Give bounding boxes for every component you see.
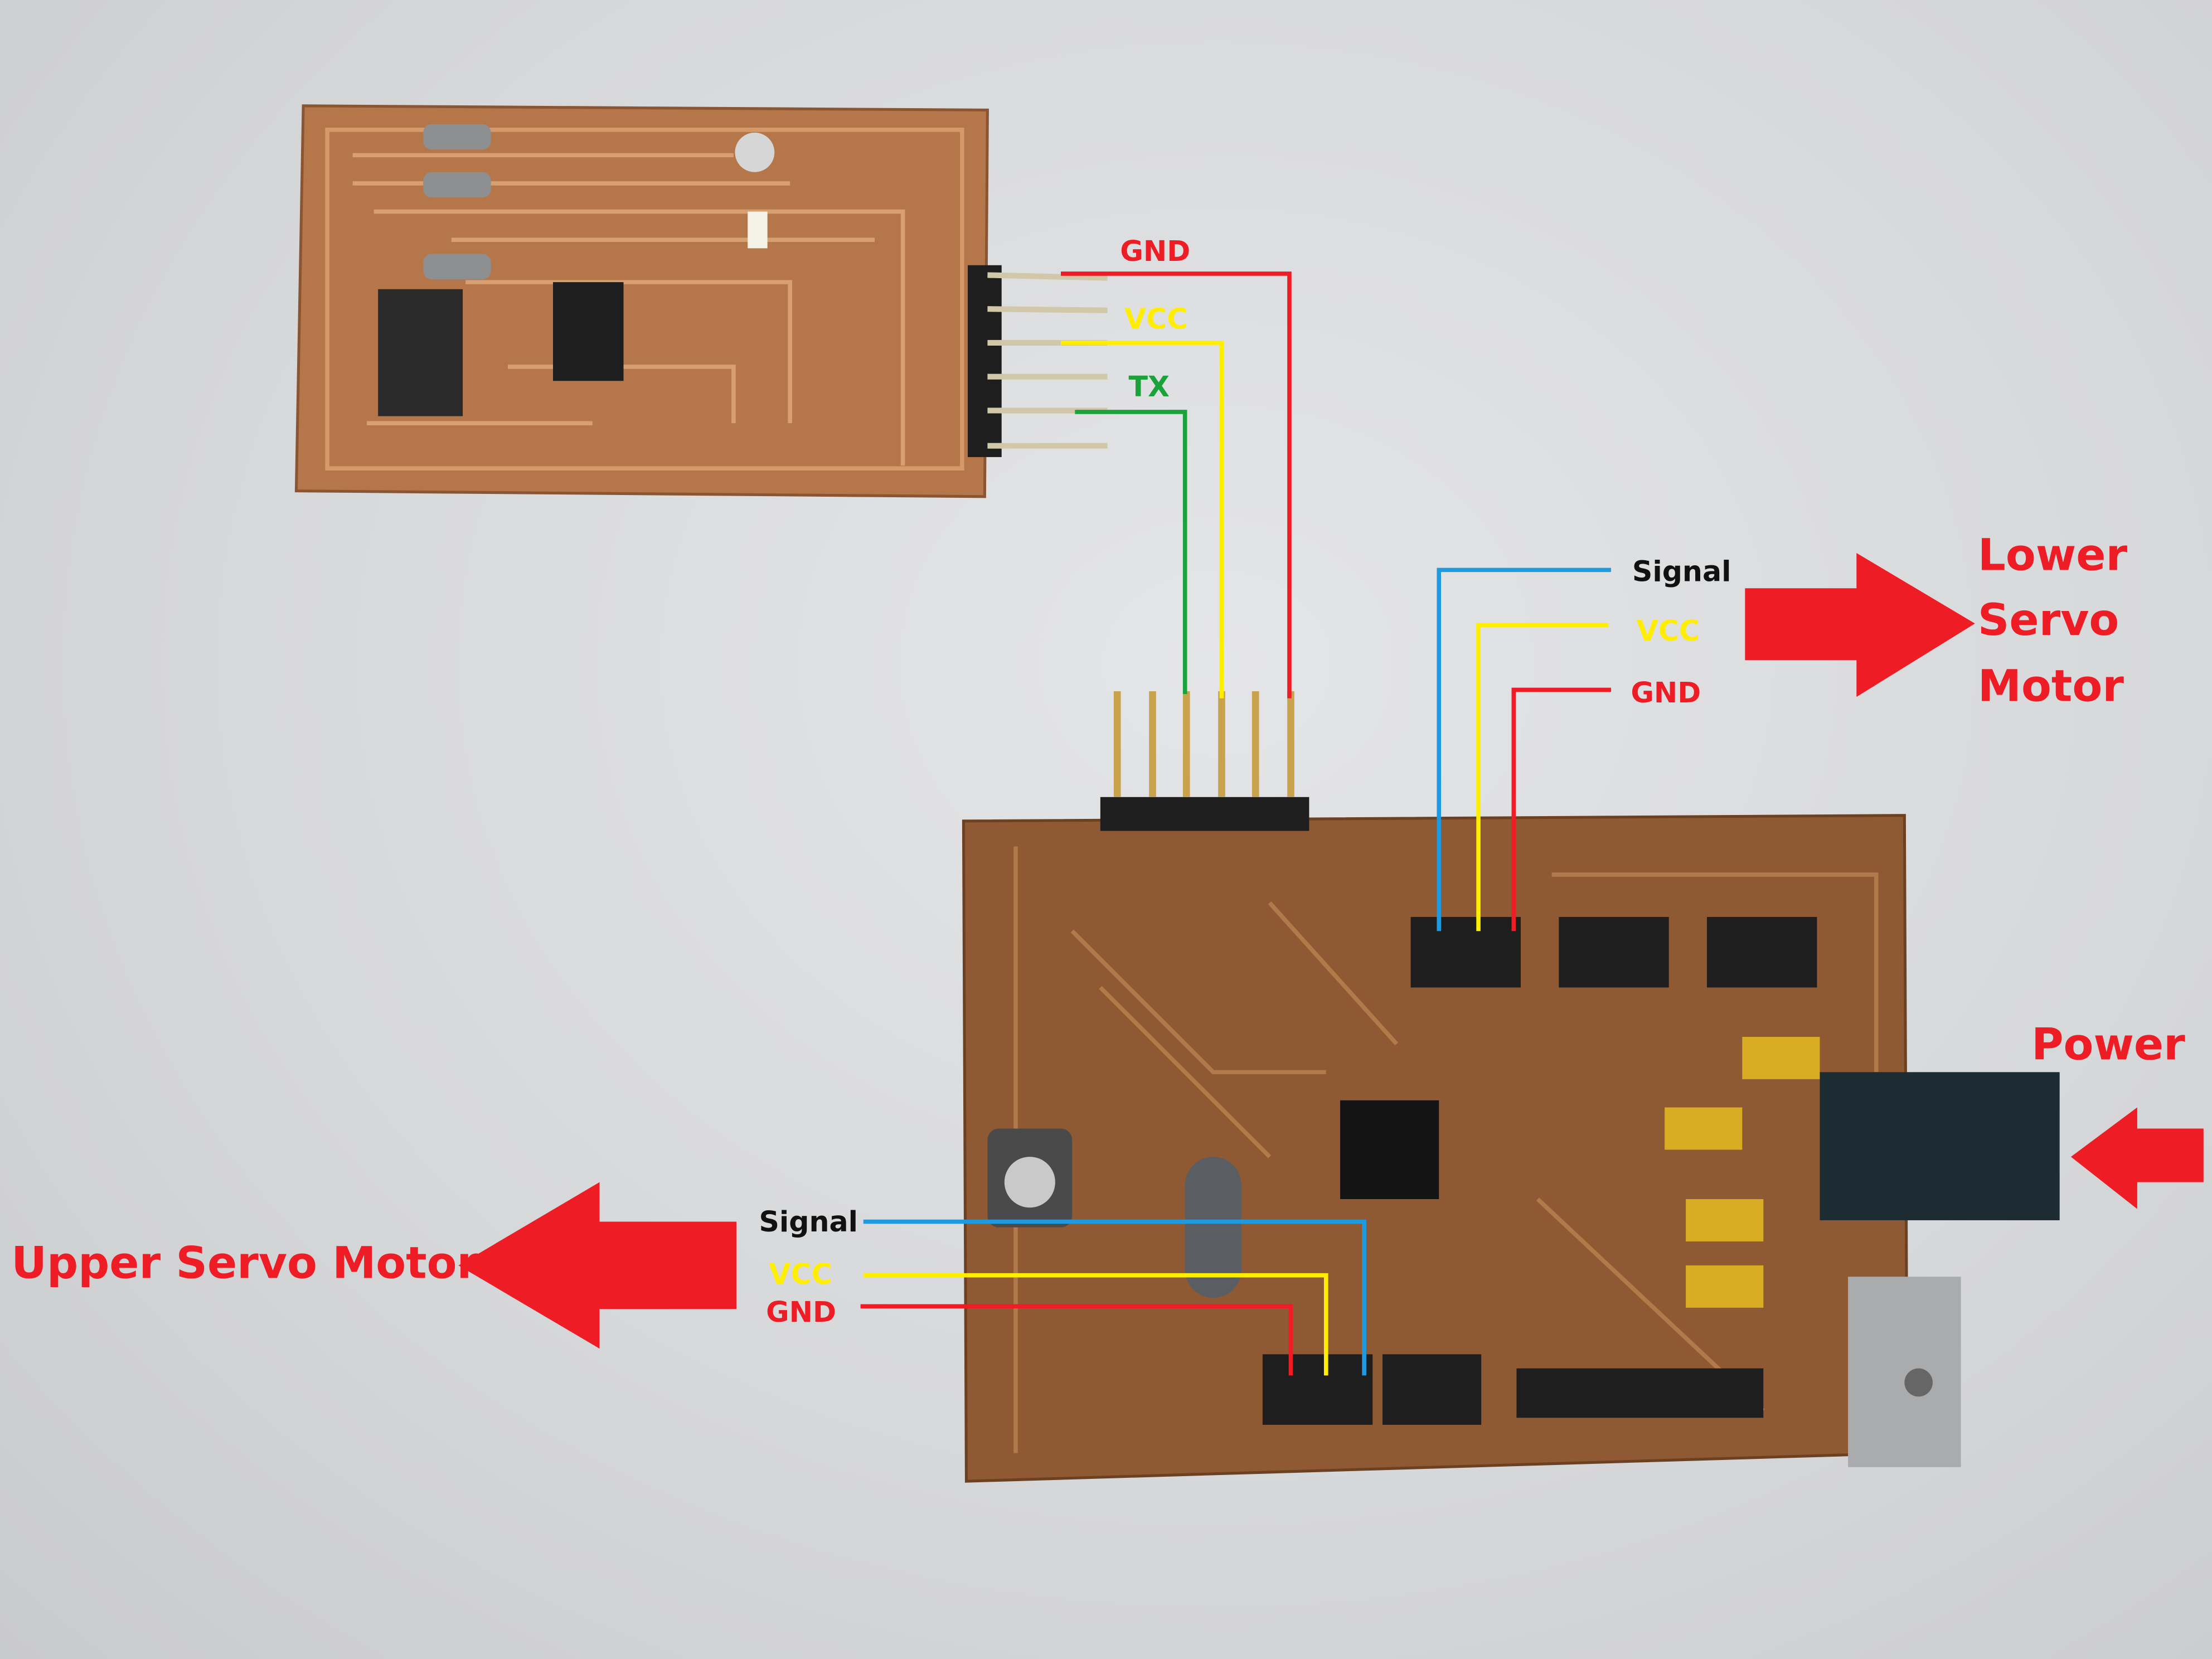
upper-gnd-label: GND xyxy=(766,1295,837,1329)
power-arrow-icon xyxy=(2070,1107,2204,1209)
lower-gnd-wire xyxy=(1511,687,1611,932)
upper-servo-arrow-icon xyxy=(458,1182,736,1349)
ftdi-tx-label: TX xyxy=(1128,370,1170,404)
pin-header xyxy=(378,289,463,416)
servo-header-3 xyxy=(1707,916,1817,988)
lower-servo-title-3: Motor xyxy=(1977,661,2124,712)
main-ftdi-header xyxy=(1100,797,1309,831)
upper-vcc-wire xyxy=(863,1273,1328,1376)
lower-servo-header xyxy=(1410,916,1521,988)
tx-wire-ftdi xyxy=(1075,410,1187,695)
upper-vcc-label: VCC xyxy=(769,1257,832,1291)
upper-servo-title: Upper Servo Motor xyxy=(11,1238,479,1289)
lower-servo-title-2: Servo xyxy=(1977,595,2119,647)
ftdi-vcc-label: VCC xyxy=(1124,302,1188,336)
lower-signal-label: Signal xyxy=(1632,554,1731,589)
microcontroller xyxy=(1340,1100,1439,1200)
dc-power-jack xyxy=(1820,1072,2060,1220)
led xyxy=(735,132,775,172)
servo-header-2 xyxy=(1559,916,1669,988)
ftdi-board xyxy=(294,104,1108,498)
lower-vcc-label: VCC xyxy=(1636,613,1700,648)
lower-gnd-label: GND xyxy=(1631,676,1701,710)
main-board xyxy=(962,691,2060,1483)
lower-vcc-wire xyxy=(1476,623,1608,932)
lower-servo-arrow-icon xyxy=(1745,552,1975,697)
ftdi-gnd-label: GND xyxy=(1120,234,1191,268)
lower-servo-title-1: Lower xyxy=(1977,530,2128,581)
upper-signal-wire xyxy=(863,1219,1366,1376)
upper-gnd-wire xyxy=(860,1304,1293,1376)
resistor xyxy=(423,124,491,150)
ic-chip xyxy=(552,282,624,381)
upper-servo-header xyxy=(1262,1354,1373,1425)
power-label: Power xyxy=(2031,1020,2185,1071)
upper-signal-label: Signal xyxy=(759,1205,858,1239)
voltage-regulator xyxy=(1848,1277,1961,1467)
crystal xyxy=(1185,1157,1241,1298)
resistor xyxy=(423,172,491,198)
gnd-wire-ftdi xyxy=(1061,271,1292,698)
resistor xyxy=(423,254,491,280)
vcc-wire-ftdi xyxy=(1061,341,1224,698)
ftdi-header xyxy=(967,265,1002,457)
lower-signal-wire xyxy=(1437,567,1611,932)
